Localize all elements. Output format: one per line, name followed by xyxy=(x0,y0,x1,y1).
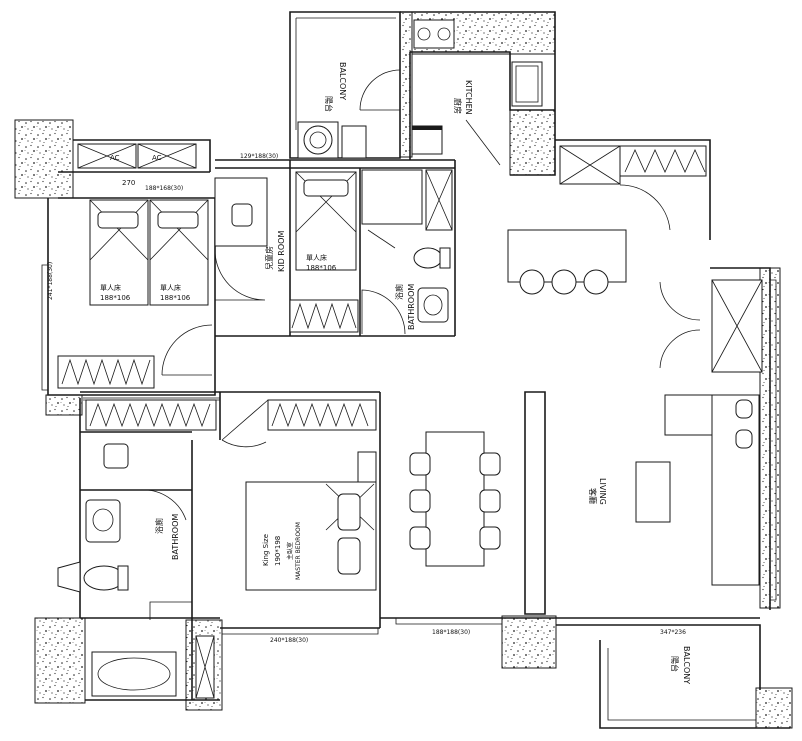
dim-living-bottom: 188*188(30) xyxy=(432,629,470,636)
ac-label-2: AC xyxy=(152,154,162,162)
dim-master-bottom: 240*188(30) xyxy=(270,637,308,644)
balcony-bottom-en: BALCONY xyxy=(682,646,691,684)
toilet-kid-bath xyxy=(413,247,443,269)
wardrobe-master-right xyxy=(267,399,377,431)
bathroom-master-en: BATHROOM xyxy=(171,514,180,560)
dim-left-room-side: 241*188(30) xyxy=(47,262,54,300)
kitchen-zh: 廚房 xyxy=(453,98,463,114)
exterior-walls xyxy=(47,11,790,729)
kid-room: 單人床 188*106 兒童房 KID ROOM 129*188(30) xyxy=(214,153,359,333)
column-master-bottom-left xyxy=(34,617,86,704)
ac-label-1: AC xyxy=(110,154,120,162)
bar-stool-2 xyxy=(551,269,577,295)
fridge xyxy=(411,125,443,155)
single-bed-2-label: 單人床 xyxy=(160,283,181,292)
master-bedroom-en: MASTER BEDROOM xyxy=(295,522,302,580)
balcony-bottom-zh: 陽台 xyxy=(670,656,680,672)
king-bed-label: King Size xyxy=(262,534,270,566)
master-bedroom-zh: 主臥室 xyxy=(286,542,294,560)
kid-bathroom: 浴廁 BATHROOM xyxy=(361,169,453,335)
living-en: LIVING xyxy=(598,478,607,505)
kitchen: 廚房 KITCHEN xyxy=(411,19,543,166)
bar-stool-1 xyxy=(519,269,545,295)
twin-bedroom: 單人床 188*106 單人床 188*106 241*188(30) 188*… xyxy=(47,177,268,389)
dining-table xyxy=(425,431,485,567)
single-bed-2-size: 188*106 xyxy=(160,294,191,302)
balcony-bottom: 陽台 BALCONY 347*236 188*188(30) xyxy=(432,629,691,684)
kitchen-en: KITCHEN xyxy=(464,80,473,115)
bathtub xyxy=(91,651,177,697)
kitchen-sink xyxy=(511,61,543,107)
kid-room-en: KID ROOM xyxy=(277,231,286,272)
dining-area xyxy=(409,431,501,567)
bar-stool-3 xyxy=(583,269,609,295)
dim-kid-room-top: 129*188(30) xyxy=(240,153,278,160)
living-area: 客廳 LIVING xyxy=(507,145,763,586)
master-bedroom: King Size 190*198 主臥室 MASTER BEDROOM 240… xyxy=(85,399,377,644)
column-top-left xyxy=(14,119,74,199)
single-bed-1-size: 188*106 xyxy=(100,294,131,302)
balcony-top: 陽台 BALCONY xyxy=(297,62,401,159)
king-bed-size: 190*198 xyxy=(274,536,282,566)
column-kitchen-right xyxy=(509,109,556,176)
column-balcony-bottom-right xyxy=(755,687,793,729)
kid-room-zh: 兒童房 xyxy=(264,246,274,270)
dim-balcony-bottom: 347*236 xyxy=(660,629,686,636)
single-bed-1-label: 單人床 xyxy=(100,283,121,292)
kid-bed-label: 單人床 xyxy=(306,253,327,262)
bathroom-kid-zh: 浴廁 xyxy=(394,284,404,300)
sink-kid-bath xyxy=(417,287,449,323)
coffee-table xyxy=(635,461,671,523)
column-master-top-left xyxy=(45,394,83,416)
bathroom-kid-en: BATHROOM xyxy=(407,284,416,330)
column-living-bottom xyxy=(501,615,557,669)
stove xyxy=(413,19,455,49)
living-zh: 客廳 xyxy=(588,488,598,504)
balcony-top-en: BALCONY xyxy=(338,62,347,100)
dim-ac-width: 270 xyxy=(122,179,135,187)
sink-master-bath xyxy=(85,499,121,543)
dim-top-left-wardrobe: 188*168(30) xyxy=(145,185,183,192)
bathroom-master-zh: 浴廁 xyxy=(154,518,164,534)
balcony-top-zh: 陽台 xyxy=(324,96,334,112)
wardrobe-kid-room xyxy=(289,299,359,333)
master-bathroom: 浴廁 BATHROOM xyxy=(57,489,215,699)
kid-bed-size: 188*106 xyxy=(306,264,337,272)
ac-units: AC AC 270 xyxy=(77,143,197,187)
